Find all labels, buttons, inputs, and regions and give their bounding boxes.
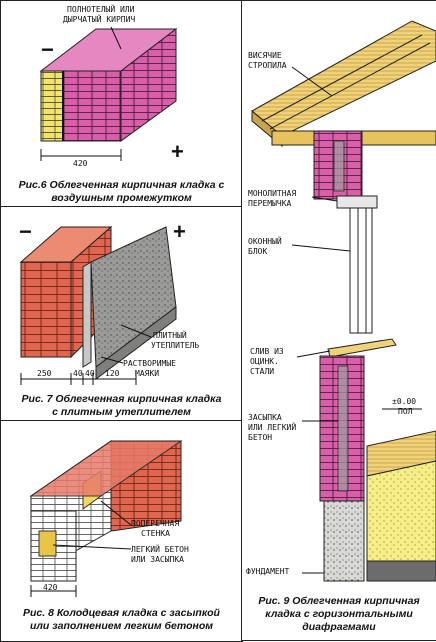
fig6-caption-line-1: Рис.6 Облегченная кирпичная кладка с xyxy=(18,179,225,191)
fig7-dimension-3: 40 xyxy=(85,369,95,378)
fig9-lintel-label-2: перемычка xyxy=(248,199,292,208)
figure-9-drawing xyxy=(251,20,436,582)
fig7-dimension-2: 40 xyxy=(73,369,83,378)
fig9-caption-line-1: Рис. 9 Облегченная кирпичная xyxy=(258,595,420,607)
fig9-caption-line-3: диафрагмами xyxy=(302,621,376,633)
figure-8-panel: Поперечная стенка Легкий бетон или засып… xyxy=(0,420,243,642)
fig8-caption-line-1: Рис. 8 Колодцевая кладка с засыпкой xyxy=(23,607,220,619)
fig9-sill-label-3: стали xyxy=(250,367,275,376)
figure-9-panel: Висячие стропила Монолитная перемычка Ок… xyxy=(241,0,436,641)
fig6-dimension: 420 xyxy=(73,159,88,168)
fig6-label-line-1: Полнотелый или xyxy=(67,5,135,14)
fig6-plus-sign: + xyxy=(171,139,184,164)
figure-7-panel: − + Плитный утеплитель Растворимые маяки… xyxy=(0,206,243,422)
fig6-caption-line-2: воздушным промежутком xyxy=(51,192,192,204)
fig7-caption-line-2: с плитным утеплителем xyxy=(52,406,191,418)
figure-6-panel: Полнотелый или дырчатый кирпич − + 420 Р… xyxy=(0,0,243,208)
fig7-mortar-label-1: Растворимые xyxy=(123,359,176,368)
fig9-fill-label-2: или легкий xyxy=(248,423,297,432)
fig8-fill-label-1: Легкий бетон xyxy=(131,545,189,554)
fig6-minus-sign: − xyxy=(41,37,54,62)
fig9-level-label-1: ±0.00 xyxy=(392,397,417,406)
fig8-caption-line-2: или заполнением легким бетоном xyxy=(29,620,214,632)
fig7-mortar-label-2: маяки xyxy=(135,369,160,378)
fig8-wall-label-1: Поперечная xyxy=(131,519,180,528)
fig7-caption-line-1: Рис. 7 Облегченная кирпичная кладка xyxy=(21,393,222,405)
fig9-rafters-label-1: Висячие xyxy=(248,51,282,60)
fig9-fill-label-3: бетон xyxy=(248,433,273,442)
fig9-rafters-label-2: стропила xyxy=(248,61,287,70)
fig8-dimension: 420 xyxy=(43,583,58,592)
fig7-dimension-4: 120 xyxy=(105,369,120,378)
fig9-sill-label-2: оцинк. xyxy=(250,357,279,366)
figure-6-drawing xyxy=(39,26,178,161)
fig9-level-label-2: пол xyxy=(398,407,413,416)
fig9-sill-label-1: Слив из xyxy=(250,347,284,356)
fig9-lintel-label-1: Монолитная xyxy=(248,189,297,198)
fig9-caption-line-2: кладка с горизонтальными xyxy=(265,608,413,620)
fig9-foundation-label: Фундамент xyxy=(246,567,290,576)
figure-8-drawing xyxy=(29,440,183,597)
fig9-window-label-2: блок xyxy=(248,247,268,256)
fig9-fill-label-1: Засыпка xyxy=(248,413,282,422)
figure-7-drawing xyxy=(19,225,177,385)
fig7-insulation-label-1: Плитный xyxy=(153,331,187,340)
fig8-wall-label-2: стенка xyxy=(141,529,170,538)
fig6-label-line-2: дырчатый кирпич xyxy=(63,15,136,24)
fig7-minus-sign: − xyxy=(19,219,32,244)
fig7-dimension-1: 250 xyxy=(37,369,52,378)
fig8-fill-label-2: или засыпка xyxy=(131,555,184,564)
fig9-window-label-1: Оконный xyxy=(248,237,282,246)
fig7-plus-sign: + xyxy=(173,219,186,244)
fig7-insulation-label-2: утеплитель xyxy=(151,341,200,350)
